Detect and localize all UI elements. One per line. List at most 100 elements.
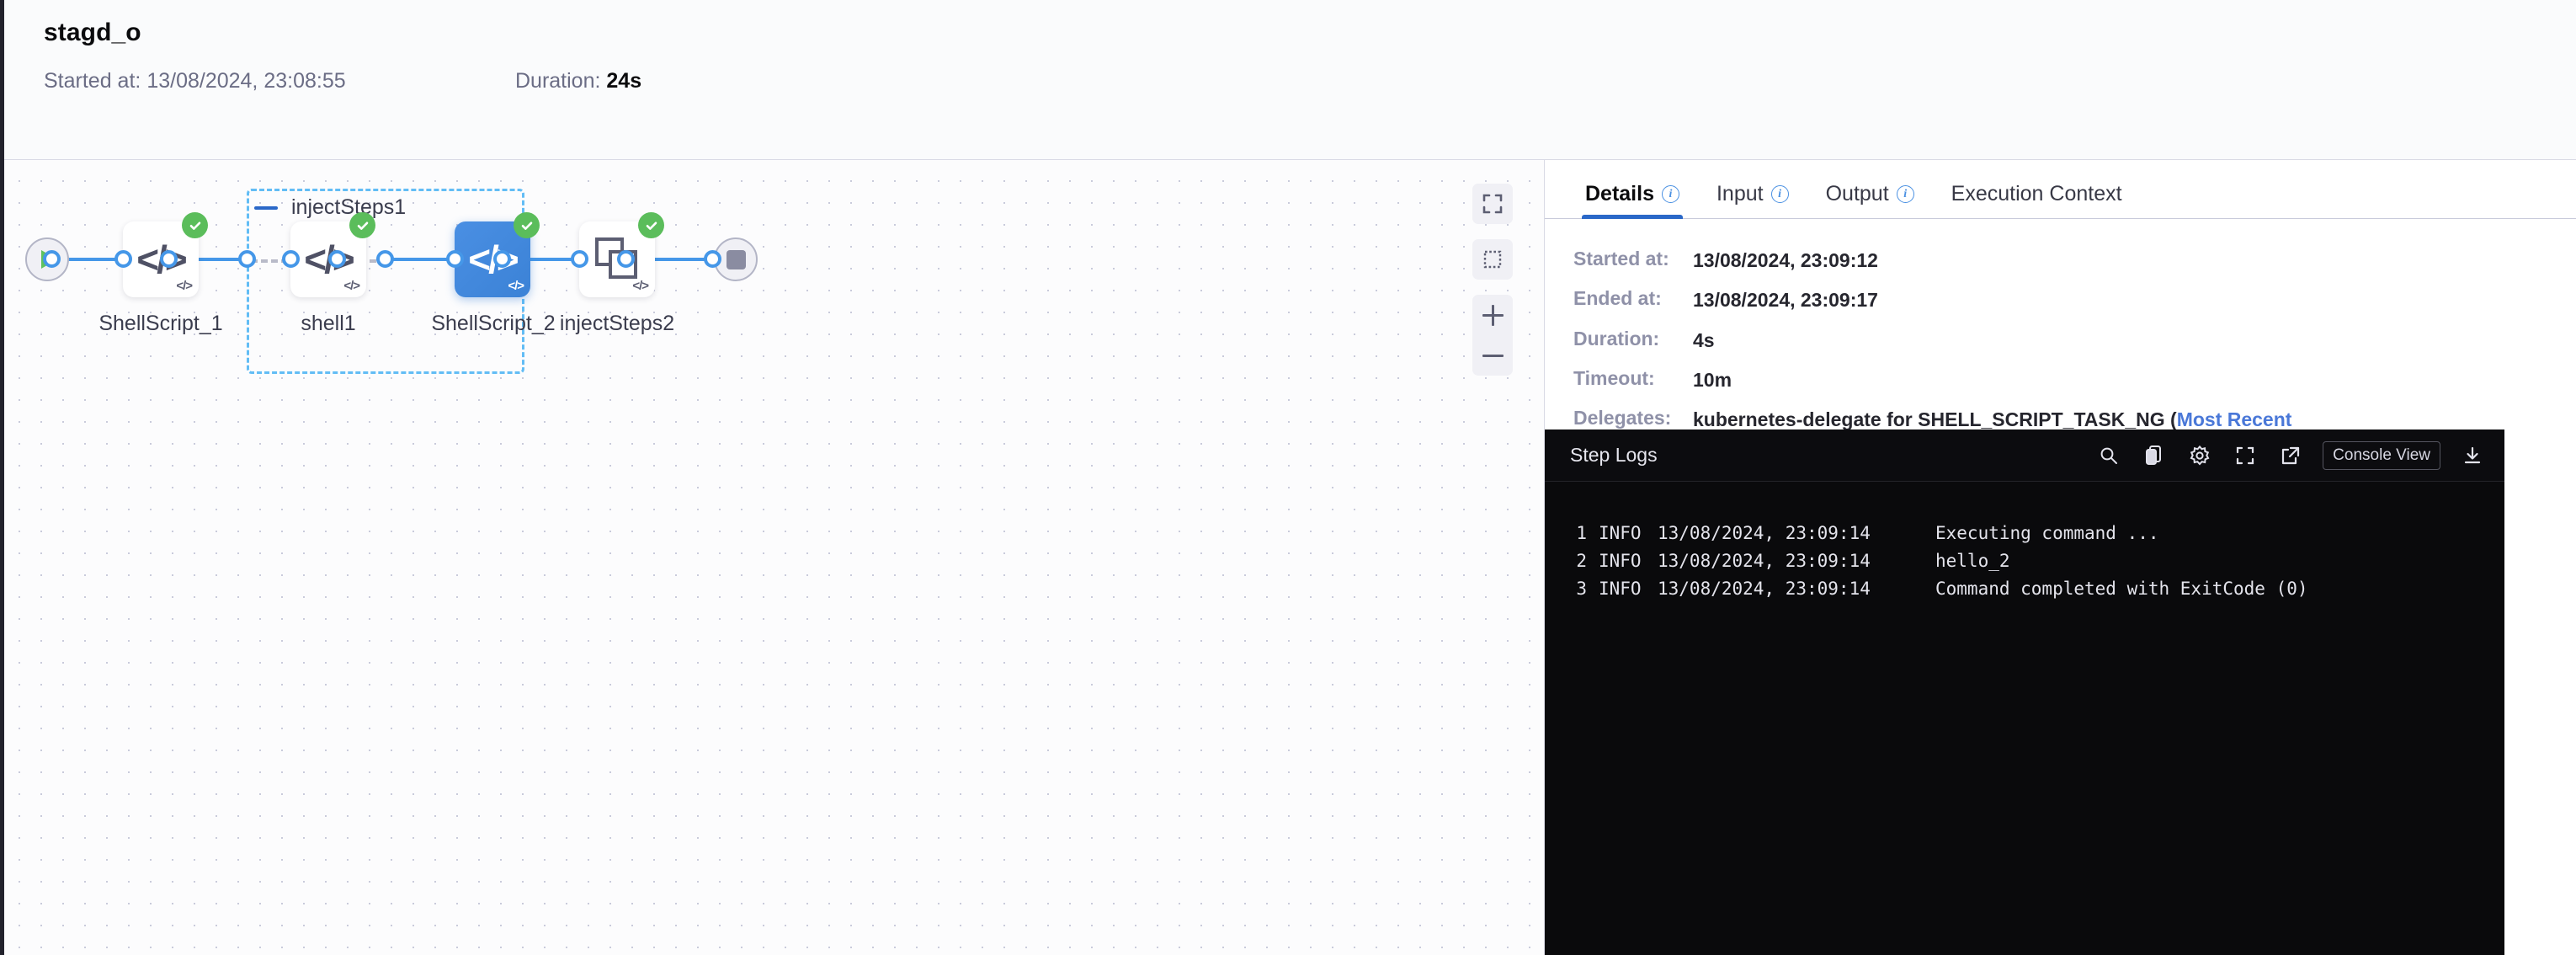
port-group-out[interactable] <box>376 250 394 268</box>
duration-meta: Duration: 24s <box>515 69 641 93</box>
tab-details[interactable]: Details i <box>1567 182 1698 219</box>
page-title: stagd_o <box>44 19 141 46</box>
page-body: injectSteps1 </> </> <box>0 160 2576 955</box>
port-shellscript1-in[interactable] <box>114 250 132 268</box>
info-icon[interactable]: i <box>1770 185 1789 203</box>
ended-at-label: Ended at: <box>1573 287 1662 310</box>
port-shellscript1-out[interactable] <box>160 250 178 268</box>
port-injectsteps2-out[interactable] <box>617 250 635 268</box>
node-label-shellscript-1: ShellScript_1 <box>98 312 223 335</box>
port-shellscript2-out[interactable] <box>493 250 511 268</box>
started-at-value: 13/08/2024, 23:09:12 <box>1693 249 1878 271</box>
tab-details-label: Details <box>1585 182 1654 205</box>
tab-execution-context[interactable]: Execution Context <box>1933 182 2141 218</box>
edge-start-to-shellscript1 <box>52 258 128 261</box>
log-line-number: 3 <box>1576 578 1587 599</box>
detail-row-ended-at: Ended at: 13/08/2024, 23:09:17 <box>1573 287 2576 312</box>
stop-icon <box>726 249 746 269</box>
tab-execution-context-label: Execution Context <box>1951 182 2122 205</box>
step-detail-panel: Details i Input i Output i Execution Con… <box>1545 160 2576 955</box>
log-line-number: 2 <box>1576 550 1587 571</box>
code-corner-icon: </> <box>508 279 524 293</box>
zoom-out-button[interactable] <box>1472 335 1513 376</box>
log-timestamp: 13/08/2024, 23:09:14 <box>1658 550 1871 571</box>
timeout-label: Timeout: <box>1573 367 1655 390</box>
duration-value: 24s <box>606 69 642 93</box>
port-group-in[interactable] <box>238 250 256 268</box>
dotted-select-icon <box>1483 250 1502 269</box>
expand-icon <box>1482 194 1503 214</box>
node-shellscript-2[interactable]: </> </> <box>455 212 540 297</box>
info-icon[interactable]: i <box>1661 185 1679 203</box>
tab-output-label: Output <box>1825 182 1889 205</box>
plus-icon <box>1482 304 1504 326</box>
detail-row-started-at: Started at: 13/08/2024, 23:09:12 <box>1573 248 2576 273</box>
zoom-to-selection-button[interactable] <box>1472 239 1513 280</box>
minus-icon <box>1482 354 1504 357</box>
node-label-shell1: shell1 <box>301 312 356 335</box>
status-badge-success <box>514 212 540 238</box>
started-at-label: Started at: <box>1573 248 1669 269</box>
log-line: 3 INFO 13/08/2024, 23:09:14 Command comp… <box>1545 574 2504 602</box>
group-title: injectSteps1 <box>291 195 407 219</box>
pipeline-canvas[interactable]: injectSteps1 </> </> <box>0 160 1545 955</box>
log-line: 2 INFO 13/08/2024, 23:09:14 hello_2 <box>1545 547 2504 574</box>
detail-row-timeout: Timeout: 10m <box>1573 367 2576 392</box>
log-message: hello_2 <box>1935 550 2010 571</box>
console-view-button[interactable]: Console View <box>2323 440 2440 470</box>
log-level: INFO <box>1599 578 1642 599</box>
log-level: INFO <box>1599 522 1642 543</box>
edge-shellscript2-to-injectsteps2 <box>503 258 585 261</box>
duration-value: 4s <box>1693 328 1715 351</box>
group-injectsteps1-header[interactable]: injectSteps1 <box>254 195 406 220</box>
code-corner-icon: </> <box>176 279 193 293</box>
port-start-out[interactable] <box>43 250 61 268</box>
zoom-in-button[interactable] <box>1472 295 1513 335</box>
gear-icon[interactable] <box>2186 442 2213 469</box>
code-corner-icon: </> <box>343 279 360 293</box>
log-timestamp: 13/08/2024, 23:09:14 <box>1658 522 1871 543</box>
download-icon[interactable] <box>2459 442 2486 469</box>
step-logs-actions: Console View <box>2095 440 2486 470</box>
log-message: Executing command ... <box>1935 522 2159 543</box>
node-label-shellscript-2: ShellScript_2 <box>431 312 556 335</box>
edge-shellscript1-to-group <box>168 258 253 261</box>
search-icon[interactable] <box>2095 442 2122 469</box>
tab-input[interactable]: Input i <box>1698 182 1807 218</box>
step-logs-container: Step Logs <box>1545 429 2504 955</box>
fullscreen-icon[interactable] <box>2232 442 2259 469</box>
info-icon[interactable]: i <box>1896 185 1914 203</box>
edge-group-to-shellscript2 <box>383 258 466 261</box>
status-badge-success <box>638 212 664 238</box>
status-badge-success <box>349 212 375 238</box>
started-at-label: Started at: <box>44 69 141 93</box>
port-injectsteps2-in[interactable] <box>571 250 588 268</box>
port-shell1-out[interactable] <box>328 250 346 268</box>
delegates-text-prefix: kubernetes-delegate for SHELL_SCRIPT_TAS… <box>1693 408 2177 431</box>
started-at-meta: Started at: 13/08/2024, 23:08:55 <box>44 69 515 93</box>
detail-row-duration: Duration: 4s <box>1573 328 2576 353</box>
zoom-controls[interactable] <box>1472 295 1513 376</box>
port-end-in[interactable] <box>704 250 721 268</box>
minus-icon[interactable] <box>254 205 278 210</box>
port-shell1-in[interactable] <box>282 250 300 268</box>
tab-output[interactable]: Output i <box>1807 182 1933 218</box>
delegates-label: Delegates: <box>1573 407 1672 429</box>
node-label-injectsteps-2: injectSteps2 <box>559 312 675 335</box>
ended-at-value: 13/08/2024, 23:09:17 <box>1693 289 1878 312</box>
open-external-icon[interactable] <box>2277 442 2304 469</box>
edge-injectsteps2-to-end <box>625 258 712 261</box>
log-timestamp: 13/08/2024, 23:09:14 <box>1658 578 1871 599</box>
panel-tabs: Details i Input i Output i Execution Con… <box>1545 160 2576 219</box>
step-logs-output[interactable]: 1 INFO 13/08/2024, 23:09:14 Executing co… <box>1545 482 2504 955</box>
step-logs-toolbar: Step Logs <box>1545 429 2504 482</box>
stage-header: stagd_o Started at: 13/08/2024, 23:08:55… <box>0 0 2576 160</box>
port-shellscript2-in[interactable] <box>446 250 464 268</box>
code-corner-icon: </> <box>632 279 649 293</box>
edge-group-in-to-shell1 <box>251 259 298 263</box>
copy-icon[interactable] <box>2141 442 2168 469</box>
started-at-value: 13/08/2024, 23:08:55 <box>146 69 346 93</box>
fit-to-screen-button[interactable] <box>1472 184 1513 224</box>
timeout-value: 10m <box>1693 369 1732 392</box>
